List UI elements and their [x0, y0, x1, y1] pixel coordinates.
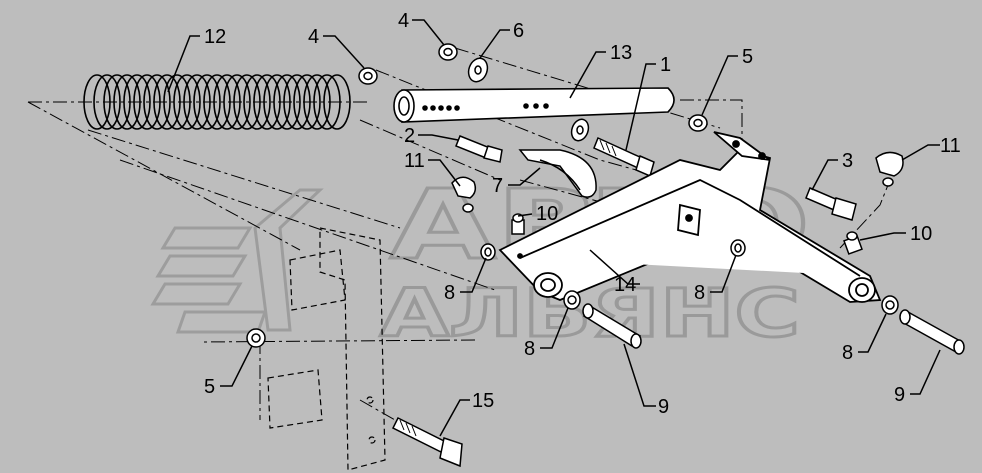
- callout-4: 4: [398, 10, 409, 32]
- callout-13: 13: [610, 42, 632, 64]
- bolt-icon: [455, 135, 503, 163]
- grease-cap-icon: [451, 176, 477, 213]
- nut-icon: [358, 67, 378, 85]
- callout-14: 14: [614, 274, 636, 296]
- bushing-icon: [881, 295, 899, 315]
- mounting-bracket: [267, 227, 386, 471]
- nut-icon: [438, 43, 458, 61]
- callout-5: 5: [742, 46, 753, 68]
- callout-8: 8: [842, 342, 853, 364]
- bolt-icon: [805, 187, 857, 221]
- bolt-icon: [391, 416, 463, 468]
- callout-labels: 12 4 4 6 13 1 5 2 11 7 10 3 11 10 8 14 8…: [204, 10, 961, 418]
- spring: [83, 74, 351, 130]
- callout-3: 3: [842, 150, 853, 172]
- tube: [393, 87, 675, 123]
- pin-icon: [899, 309, 965, 355]
- grease-fitting-icon: [511, 213, 525, 235]
- callout-11: 11: [404, 150, 425, 172]
- bushing-icon: [563, 290, 581, 310]
- bushing-icon: [730, 239, 746, 257]
- bolt-icon: [593, 136, 655, 178]
- callout-9: 9: [658, 396, 669, 418]
- bushing-icon: [480, 243, 496, 261]
- callout-2: 2: [404, 125, 415, 147]
- grease-fitting-icon: [843, 231, 863, 255]
- callout-10: 10: [536, 203, 558, 225]
- washer-icon: [467, 57, 489, 83]
- callout-15: 15: [472, 390, 494, 412]
- nut-icon: [246, 328, 266, 348]
- callout-1: 1: [660, 54, 671, 76]
- nut-icon: [688, 114, 708, 132]
- callout-6: 6: [513, 20, 524, 42]
- watermark-logo: [150, 188, 324, 334]
- spring-clip: [518, 149, 597, 198]
- callout-8: 8: [444, 282, 455, 304]
- callout-8: 8: [524, 338, 535, 360]
- grease-cap-icon: [875, 151, 904, 187]
- callout-4: 4: [308, 26, 319, 48]
- callout-10: 10: [910, 223, 932, 245]
- callout-7: 7: [492, 175, 503, 197]
- callout-12: 12: [204, 26, 226, 48]
- callout-5: 5: [204, 376, 215, 398]
- pin-icon: [582, 303, 642, 349]
- leader-lines: [167, 19, 941, 437]
- callout-9: 9: [894, 384, 905, 406]
- arm: [498, 131, 882, 303]
- washer-icon: [570, 118, 590, 142]
- callout-11: 11: [940, 135, 961, 157]
- callout-8: 8: [694, 282, 705, 304]
